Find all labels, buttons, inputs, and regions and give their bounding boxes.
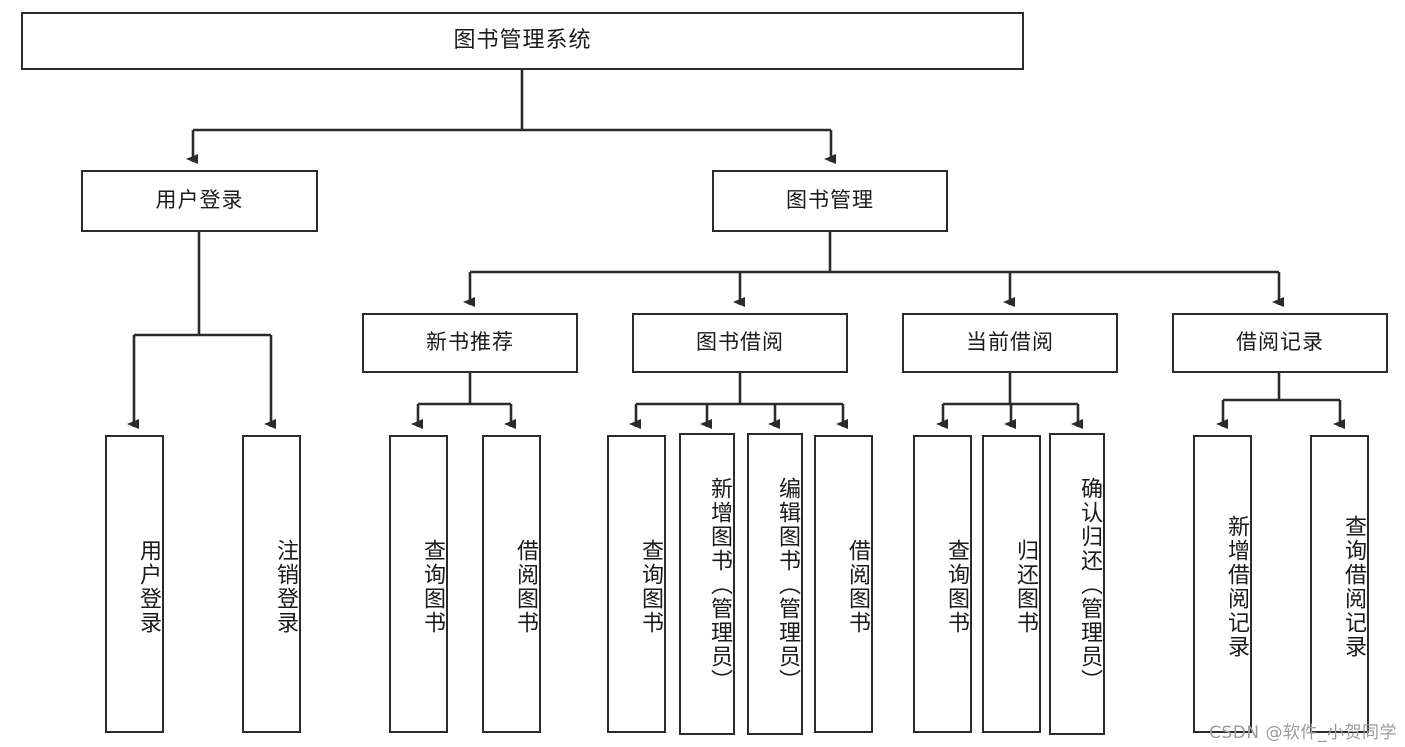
leaf-query-book-2[interactable]: 查询图书 <box>607 435 666 733</box>
node-new-book-recommend[interactable]: 新书推荐 <box>362 313 578 373</box>
leaf-borrow-book-2[interactable]: 借阅图书 <box>814 435 873 733</box>
node-root[interactable]: 图书管理系统 <box>21 12 1024 70</box>
node-current-borrow[interactable]: 当前借阅 <box>902 313 1118 373</box>
leaf-edit-book[interactable]: 编辑图书（管理员） <box>747 433 803 735</box>
leaf-query-book-3[interactable]: 查询图书 <box>913 435 972 733</box>
leaf-add-record[interactable]: 新增借阅记录 <box>1193 435 1252 733</box>
leaf-borrow-book-1[interactable]: 借阅图书 <box>482 435 541 733</box>
leaf-query-book-1[interactable]: 查询图书 <box>389 435 448 733</box>
leaf-return-book[interactable]: 归还图书 <box>982 435 1041 733</box>
leaf-query-record[interactable]: 查询借阅记录 <box>1310 435 1369 733</box>
node-book-management[interactable]: 图书管理 <box>712 170 948 232</box>
leaf-add-book[interactable]: 新增图书（管理员） <box>679 433 735 735</box>
node-user-login[interactable]: 用户登录 <box>81 170 318 232</box>
node-book-borrow[interactable]: 图书借阅 <box>632 313 848 373</box>
leaf-confirm-return[interactable]: 确认归还（管理员） <box>1049 433 1105 735</box>
leaf-user-login[interactable]: 用户登录 <box>105 435 164 733</box>
leaf-user-logout[interactable]: 注销登录 <box>242 435 301 733</box>
node-borrow-record[interactable]: 借阅记录 <box>1172 313 1388 373</box>
watermark: CSDN @软件_小贺同学 <box>1209 723 1397 743</box>
